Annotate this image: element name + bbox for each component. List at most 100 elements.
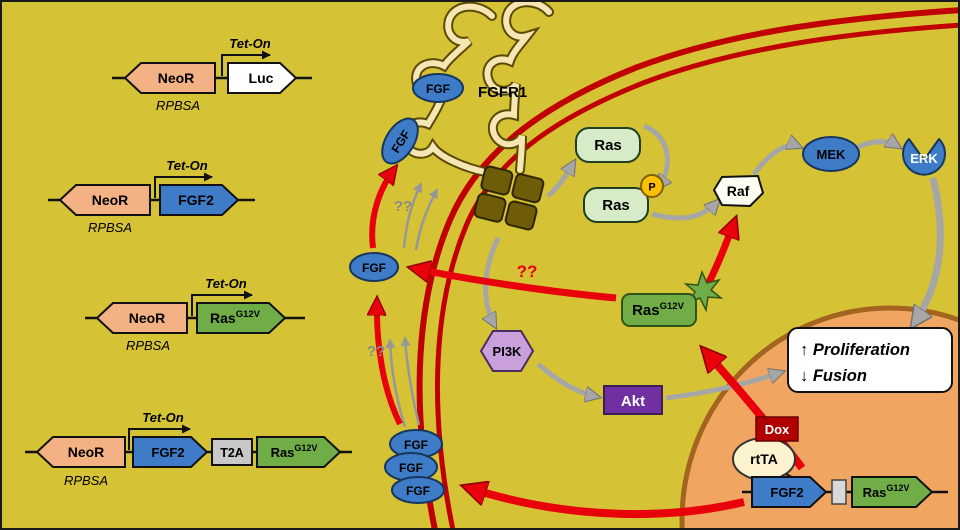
feedback-arrows-red [369, 168, 806, 518]
dox-box [755, 416, 799, 442]
t2a-element [211, 438, 253, 466]
raf-node: Raf [713, 175, 764, 207]
arrow-raf-to-mek [752, 146, 800, 176]
rpbsa-label: RPBSA [156, 98, 200, 113]
t2a-label: T2A [220, 446, 244, 460]
rtta-label: rtTA [750, 451, 778, 467]
construct-dual: Tet-On NeoR FGF2 T2A RasG12V RPBSA [25, 410, 352, 488]
neor-label: NeoR [158, 70, 195, 86]
ras-gene [851, 476, 934, 508]
arrow-question-uptake-1 [385, 338, 407, 428]
outcome-box: ↑ Proliferation ↓ Fusion [787, 327, 953, 393]
ras-gene [256, 436, 342, 468]
raf-label: Raf [727, 183, 750, 199]
question-arrows-gray [385, 182, 439, 428]
arrow-rasg12v-to-fgf [412, 268, 617, 302]
phosphate-badge [640, 174, 664, 198]
luc-gene [227, 62, 298, 94]
fgf2-gene [751, 476, 828, 508]
fgf2-label: FGF2 [178, 192, 214, 208]
arrow-receptor-to-ras [546, 162, 574, 198]
membrane-outer [416, 7, 960, 530]
fgf2-gene [159, 184, 240, 216]
fgf-ligand-bound-2: FGF [381, 117, 419, 165]
promoter-label: Tet-On [142, 410, 183, 425]
ras-label: RasG12V [210, 309, 261, 326]
arrow-question-uptake-2 [400, 336, 421, 426]
nuclear-transgene: FGF2 RasG12V [742, 476, 948, 508]
fgf-stack: FGF FGF FGF [384, 429, 445, 504]
ras-label: Ras [594, 137, 622, 154]
mek-label: MEK [817, 147, 847, 162]
construct-ras: Tet-On NeoR RasG12V RPBSA [85, 276, 305, 353]
phosphate-label: P [648, 182, 655, 194]
ras-label: RasG12V [863, 483, 910, 500]
mutation-star [683, 269, 724, 313]
fgf-label: FGF [426, 82, 450, 96]
erk-label: ERK [910, 151, 938, 166]
rasg12v-node: RasG12V [621, 269, 724, 327]
luc-label: Luc [249, 70, 274, 86]
pi3k-label: PI3K [493, 344, 523, 359]
arrow-pi3k-to-akt [536, 362, 598, 397]
fgf2-label: FGF2 [770, 485, 803, 500]
fgf-free-node: FGF [349, 252, 399, 282]
ras-active-node: Ras P [583, 174, 664, 223]
arrow-transgene-to-fgfstack [466, 487, 745, 518]
neor-gene [95, 302, 188, 334]
akt-label: Akt [621, 393, 645, 410]
question-secretion-label: ?? [394, 198, 412, 215]
fgf-label: FGF [404, 438, 428, 452]
neor-label: NeoR [129, 310, 166, 326]
promoter-label: Tet-On [205, 276, 246, 291]
pi3k-node: PI3K [479, 330, 535, 372]
construct-luc: Tet-On NeoR Luc RPBSA [112, 36, 312, 113]
promoter-arrow [221, 50, 271, 76]
rpbsa-label: RPBSA [64, 473, 108, 488]
neor-gene [58, 184, 151, 216]
mek-node: MEK [802, 136, 860, 172]
fgf-label: FGF [406, 484, 430, 498]
neor-label: NeoR [92, 192, 129, 208]
arrow-fgf-to-receptor [369, 168, 395, 249]
question-uptake-label: ?? [367, 343, 385, 360]
rpbsa-label: RPBSA [88, 220, 132, 235]
ras-label: Ras [602, 197, 630, 214]
arrow-ras-to-raf [651, 201, 718, 221]
arrow-receptor-to-pi3k [486, 236, 501, 326]
fgf-ligand-bound-1: FGF [412, 73, 464, 103]
fgf-label: FGF [362, 261, 386, 275]
neor-gene [123, 62, 216, 94]
kinase-domains [473, 165, 545, 231]
fgfr1-label: FGFR1 [478, 84, 527, 101]
promoter-arrow [154, 172, 213, 198]
neor-label: NeoR [68, 444, 105, 460]
arrow-question-secretion-2 [414, 188, 439, 251]
fgfr1-receptor: FGF FGF FGFR1 [381, 0, 554, 231]
arrow-fgfstack-up [377, 300, 403, 426]
promoter-arrow [191, 290, 253, 316]
fgf2-gene [132, 436, 209, 468]
membrane-inner [435, 22, 960, 530]
cell-membrane [416, 7, 960, 530]
outcome-fusion: ↓ Fusion [800, 367, 867, 385]
arrow-erk-to-nucleus [913, 177, 944, 325]
construct-fgf2: Tet-On NeoR FGF2 RPBSA [48, 158, 255, 235]
linker-element [831, 479, 847, 505]
rasg12v-label: RasG12V [632, 301, 684, 319]
ras-label: RasG12V [271, 443, 318, 460]
promoter-label: Tet-On [166, 158, 207, 173]
receptor-chain-right [484, 0, 552, 173]
akt-node: Akt [603, 385, 663, 415]
outcome-proliferation: ↑ Proliferation [800, 341, 910, 359]
question-feedback-label: ?? [517, 262, 538, 281]
dox-label: Dox [765, 422, 790, 437]
arrow-mek-to-erk [856, 142, 899, 147]
promoter-label: Tet-On [229, 36, 270, 51]
arrow-question-secretion-1 [402, 182, 423, 249]
ras-inactive-node: Ras [575, 127, 641, 163]
neor-gene [35, 436, 126, 468]
